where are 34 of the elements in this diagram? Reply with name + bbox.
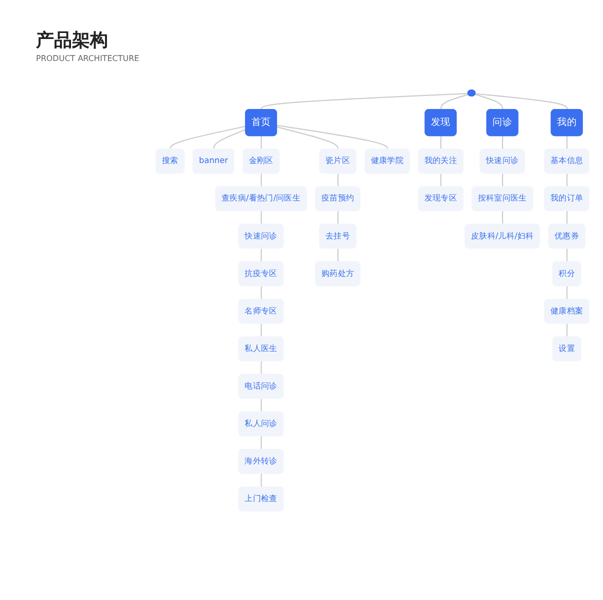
connector — [260, 211, 262, 225]
connector — [260, 324, 262, 338]
connector — [475, 94, 504, 110]
connector — [337, 248, 339, 262]
connector — [170, 126, 246, 150]
connector — [440, 136, 442, 150]
title: 产品架构 — [36, 29, 109, 52]
connector — [566, 324, 568, 338]
connector — [260, 436, 262, 450]
connector — [476, 93, 568, 110]
connector — [260, 398, 262, 412]
connector — [502, 211, 504, 225]
connector — [566, 286, 568, 300]
connector — [337, 174, 339, 188]
connector — [337, 211, 339, 225]
connector — [502, 174, 504, 188]
connector — [213, 128, 246, 150]
connector — [260, 248, 262, 262]
connector — [502, 136, 504, 150]
connector — [260, 286, 262, 300]
connector — [276, 124, 388, 150]
connector — [260, 361, 262, 375]
connector — [440, 174, 442, 188]
connector — [276, 126, 339, 150]
connector — [566, 248, 568, 262]
connector — [260, 474, 262, 488]
connector — [566, 211, 568, 225]
connector — [260, 174, 262, 188]
connector — [566, 136, 568, 150]
connector — [440, 94, 469, 110]
connector — [260, 93, 468, 110]
subtitle: PRODUCT ARCHITECTURE — [36, 54, 140, 63]
connector — [566, 174, 568, 188]
connector — [260, 136, 262, 150]
